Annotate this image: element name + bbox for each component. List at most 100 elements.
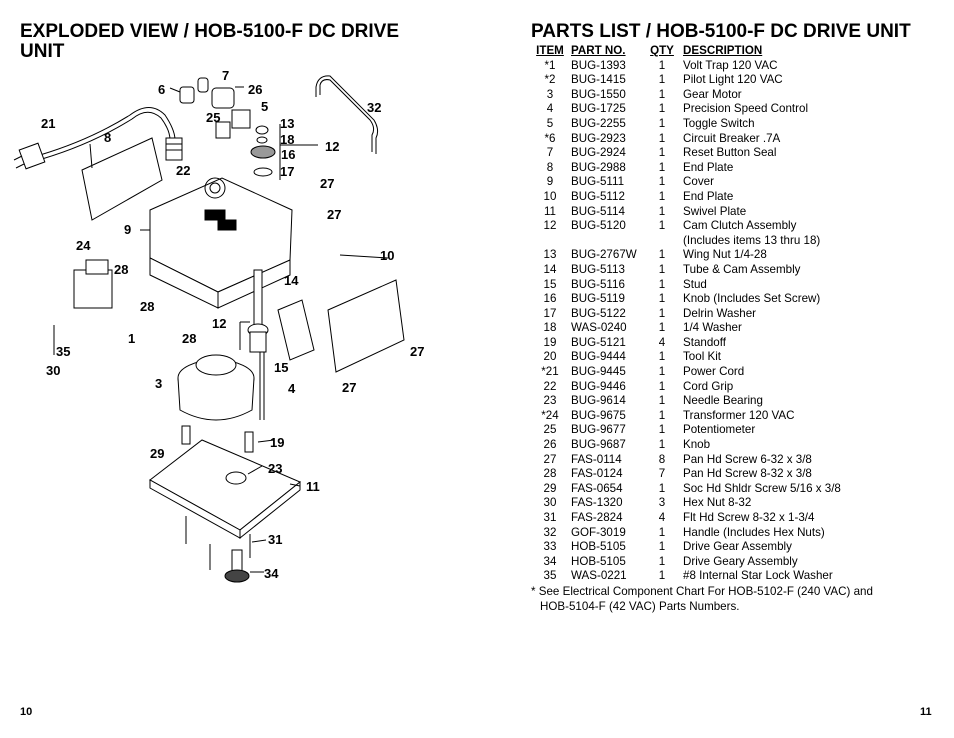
callout-1: 1	[128, 331, 135, 346]
page-number-left: 10	[20, 706, 33, 718]
part-qty-cell: 1	[658, 102, 666, 116]
callout-28-b: 28	[140, 299, 154, 314]
callout-27-b: 27	[327, 207, 341, 222]
part-number-cell: FAS-0124	[571, 467, 623, 481]
part-qty-cell: 1	[658, 292, 666, 306]
part-item-cell: 8	[546, 160, 554, 174]
part-qty-cell: 1	[658, 481, 666, 495]
part-qty-cell: 1	[658, 365, 666, 379]
part-description-cell: Power Cord	[683, 365, 745, 379]
part-number-cell: FAS-2824	[571, 511, 623, 524]
page-number-right: 11	[920, 706, 932, 718]
callout-12-mid: 12	[212, 316, 226, 331]
part-number-cell: BUG-2255	[571, 116, 626, 130]
part-qty-cell: 1	[658, 321, 666, 335]
part-description-cell: Drive Gear Assembly	[683, 540, 792, 554]
part-description-cell: Soc Hd Shldr Screw 5/16 x 3/8	[683, 481, 841, 495]
part-item-cell: 16	[543, 292, 557, 306]
part-item-cell: 9	[546, 175, 554, 189]
part-item-cell: 27	[543, 452, 557, 466]
part-description-cell: Cover	[683, 175, 714, 189]
callout-16: 16	[281, 147, 295, 162]
header-item: ITEM	[536, 44, 564, 57]
callout-32: 32	[367, 100, 381, 115]
callout-13: 13	[280, 116, 294, 131]
part-description-cell: Tube & Cam Assembly	[683, 262, 801, 276]
potentiometer-part	[215, 121, 231, 139]
part-number-cell: BUG-9446	[571, 379, 626, 393]
parts-list-title: PARTS LIST / HOB-5100-F DC DRIVE UNIT	[531, 21, 911, 42]
part-description-cell: Stud	[683, 277, 707, 291]
part-item-cell: 25	[543, 423, 557, 437]
part-description-cell: Toggle Switch	[683, 116, 755, 130]
part-description-cell: Pilot Light 120 VAC	[683, 73, 783, 87]
callout-17: 17	[280, 164, 294, 179]
part-item-cell: 22	[543, 379, 557, 393]
parts-row: (Includes items 13 thru 18)	[529, 234, 913, 249]
part-number-cell: HOB-5105	[571, 540, 626, 554]
part-number-cell: FAS-0114	[571, 452, 622, 466]
part-description-cell: Swivel Plate	[683, 204, 747, 218]
callout-27-c: 27	[410, 344, 424, 359]
part-description-cell: End Plate	[683, 189, 734, 203]
part-description-cell: Pan Hd Screw 6-32 x 3/8	[683, 452, 812, 466]
part-number-cell: BUG-5114	[571, 204, 625, 218]
part-number-cell: FAS-1320	[571, 496, 623, 510]
callout-27-a: 27	[320, 176, 334, 191]
callout-34: 34	[264, 566, 279, 581]
part-description-cell: Tool Kit	[683, 350, 722, 364]
part-qty-cell: 1	[658, 58, 666, 72]
toggle-switch-part	[231, 109, 251, 129]
callout-8: 8	[104, 130, 111, 145]
end-plate-10-part	[327, 279, 405, 373]
part-qty-cell: 1	[658, 554, 666, 568]
part-number-cell: BUG-9677	[571, 423, 626, 437]
part-qty-cell: 1	[658, 394, 666, 408]
part-number-cell: BUG-1550	[571, 87, 626, 101]
end-plate-8-part	[81, 137, 163, 221]
callout-31: 31	[268, 532, 282, 547]
part-number-cell: BUG-1393	[571, 58, 626, 72]
part-description-cell: Potentiometer	[683, 423, 756, 437]
part-item-cell: 29	[543, 481, 557, 495]
callout-21: 21	[41, 116, 55, 131]
parts-row: 27 FAS-0114 8 Pan Hd Screw 6-32 x 3/8	[529, 453, 913, 468]
part-qty-cell: 1	[658, 262, 666, 276]
part-qty-cell: 1	[658, 408, 666, 422]
part-number-cell: BUG-5121	[571, 335, 626, 349]
part-description-cell: 1/4 Washer	[683, 321, 742, 335]
part-item-cell: 14	[543, 262, 557, 276]
part-qty-cell: 1	[658, 306, 666, 320]
part-item-cell: 3	[546, 87, 554, 101]
cord-grip-part	[165, 137, 183, 161]
exploded-view-title: EXPLODED VIEW / HOB-5100-F DC DRIVE UNIT	[20, 21, 400, 62]
part-description-cell: Drive Geary Assembly	[683, 554, 798, 568]
part-number-cell: BUG-5122	[571, 306, 626, 320]
part-qty-cell: 1	[658, 146, 666, 160]
part-description-cell: Knob	[683, 438, 711, 452]
part-number-cell: GOF-3019	[571, 525, 626, 539]
part-qty-cell: 8	[658, 452, 666, 466]
part-item-cell: 28	[543, 467, 557, 481]
part-item-cell: 17	[543, 306, 557, 320]
part-item-cell: 30	[543, 496, 557, 510]
part-item-cell: *2	[544, 73, 556, 87]
part-description-cell: Knob (Includes Set Screw)	[683, 292, 821, 306]
header-part-no: PART NO.	[571, 44, 626, 57]
